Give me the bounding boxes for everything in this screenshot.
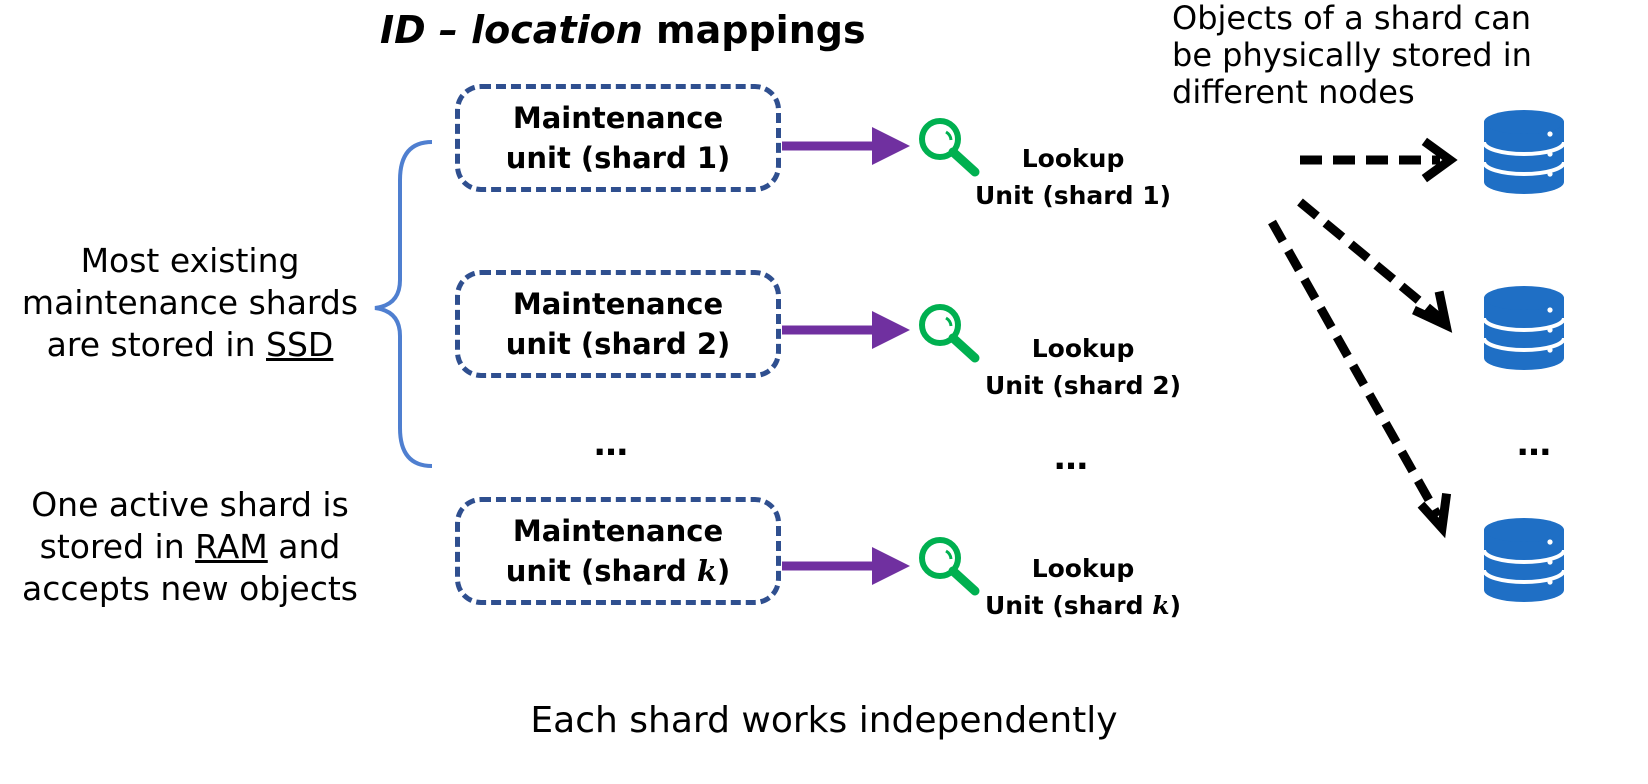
lookup-unit-prefix: Unit (shard bbox=[975, 181, 1143, 210]
lookup-unit-shard-k: Lookup Unit (shard k) bbox=[985, 550, 1181, 624]
maintenance-unit-suffix: ) bbox=[717, 327, 731, 361]
lookup-unit-line1: Lookup bbox=[1031, 334, 1135, 363]
shard-number: 2 bbox=[696, 327, 717, 361]
lookup-unit-line2: Unit (shard 1) bbox=[975, 177, 1171, 214]
search-icon bbox=[922, 540, 975, 591]
storage-note: Objects of a shard can be physically sto… bbox=[1172, 0, 1532, 111]
ssd-note: Most existing maintenance shards are sto… bbox=[0, 240, 380, 366]
maintenance-unit-line2: unit (shard k) bbox=[506, 551, 730, 591]
lookup-unit-prefix: Unit (shard bbox=[985, 371, 1153, 400]
curly-brace bbox=[374, 140, 433, 468]
ssd-note-line: Most existing bbox=[80, 241, 300, 280]
maintenance-unit-line1: Maintenance bbox=[512, 101, 724, 135]
arrow-shard-2 bbox=[782, 311, 910, 349]
node-ellipsis: … bbox=[1517, 424, 1555, 464]
dashed-arrow-node-k bbox=[1268, 219, 1452, 539]
ssd-note-prefix: are stored in bbox=[46, 325, 267, 364]
title-italic: ID – location bbox=[380, 8, 643, 52]
shard-variable: k bbox=[696, 554, 717, 588]
search-icon bbox=[922, 307, 975, 358]
maintenance-unit-shard-k: Maintenance unit (shard k) bbox=[455, 497, 781, 605]
lookup-unit-line2: Unit (shard k) bbox=[985, 587, 1181, 624]
arrow-shard-1 bbox=[782, 127, 910, 165]
maintenance-unit-suffix: ) bbox=[717, 141, 731, 175]
ram-note-line: accepts new objects bbox=[22, 569, 358, 608]
shard-number: 1 bbox=[696, 141, 717, 175]
ram-note-prefix: stored in bbox=[39, 527, 196, 566]
ssd-keyword: SSD bbox=[266, 325, 334, 364]
database-icon bbox=[1482, 108, 1566, 196]
lookup-unit-line1: Lookup bbox=[1031, 554, 1135, 583]
diagram-title: ID – location mappings bbox=[380, 8, 866, 52]
ram-note-suffix: and bbox=[267, 527, 341, 566]
title-bold: mappings bbox=[642, 8, 866, 52]
shard-number: 1 bbox=[1142, 181, 1160, 210]
maintenance-unit-suffix: ) bbox=[716, 554, 731, 588]
maintenance-unit-prefix: unit (shard bbox=[505, 327, 697, 361]
lookup-unit-line1: Lookup bbox=[1021, 144, 1125, 173]
maintenance-unit-shard-1: Maintenance unit (shard 1) bbox=[455, 84, 781, 192]
arrow-shard-k bbox=[782, 547, 910, 585]
lookup-unit-shard-1: Lookup Unit (shard 1) bbox=[975, 140, 1171, 214]
lookup-unit-suffix: ) bbox=[1169, 591, 1181, 620]
lookup-ellipsis: … bbox=[1054, 438, 1092, 478]
shard-variable: k bbox=[1152, 591, 1170, 620]
shard-number: 2 bbox=[1152, 371, 1170, 400]
ram-note: One active shard is stored in RAM and ac… bbox=[0, 484, 380, 610]
maintenance-unit-line1: Maintenance bbox=[512, 287, 724, 321]
storage-note-line: be physically stored in bbox=[1172, 36, 1532, 74]
lookup-unit-suffix: ) bbox=[1169, 371, 1182, 400]
dashed-arrow-node-1 bbox=[1300, 137, 1458, 183]
ssd-note-line: are stored in SSD bbox=[0, 324, 380, 366]
footer-caption: Each shard works independently bbox=[530, 700, 1118, 741]
lookup-unit-shard-2: Lookup Unit (shard 2) bbox=[985, 330, 1181, 404]
search-icon bbox=[922, 121, 975, 172]
database-icon bbox=[1482, 516, 1566, 604]
storage-note-line: different nodes bbox=[1172, 73, 1415, 111]
maintenance-unit-line2: unit (shard 1) bbox=[506, 138, 731, 178]
maintenance-ellipsis: … bbox=[594, 424, 632, 464]
dashed-arrow-node-2 bbox=[1297, 198, 1453, 333]
storage-note-line: Objects of a shard can bbox=[1172, 0, 1531, 37]
maintenance-unit-line2: unit (shard 2) bbox=[506, 324, 731, 364]
lookup-unit-suffix: ) bbox=[1159, 181, 1172, 210]
ram-keyword: RAM bbox=[195, 527, 268, 566]
maintenance-unit-prefix: unit (shard bbox=[505, 554, 697, 588]
maintenance-unit-prefix: unit (shard bbox=[505, 141, 697, 175]
ram-note-line: stored in RAM and bbox=[0, 526, 380, 568]
ssd-note-line: maintenance shards bbox=[21, 283, 359, 322]
maintenance-unit-line1: Maintenance bbox=[512, 514, 724, 548]
database-icon bbox=[1482, 284, 1566, 372]
lookup-unit-prefix: Unit (shard bbox=[985, 591, 1153, 620]
lookup-unit-line2: Unit (shard 2) bbox=[985, 367, 1181, 404]
ram-note-line: One active shard is bbox=[31, 485, 349, 524]
maintenance-unit-shard-2: Maintenance unit (shard 2) bbox=[455, 270, 781, 378]
